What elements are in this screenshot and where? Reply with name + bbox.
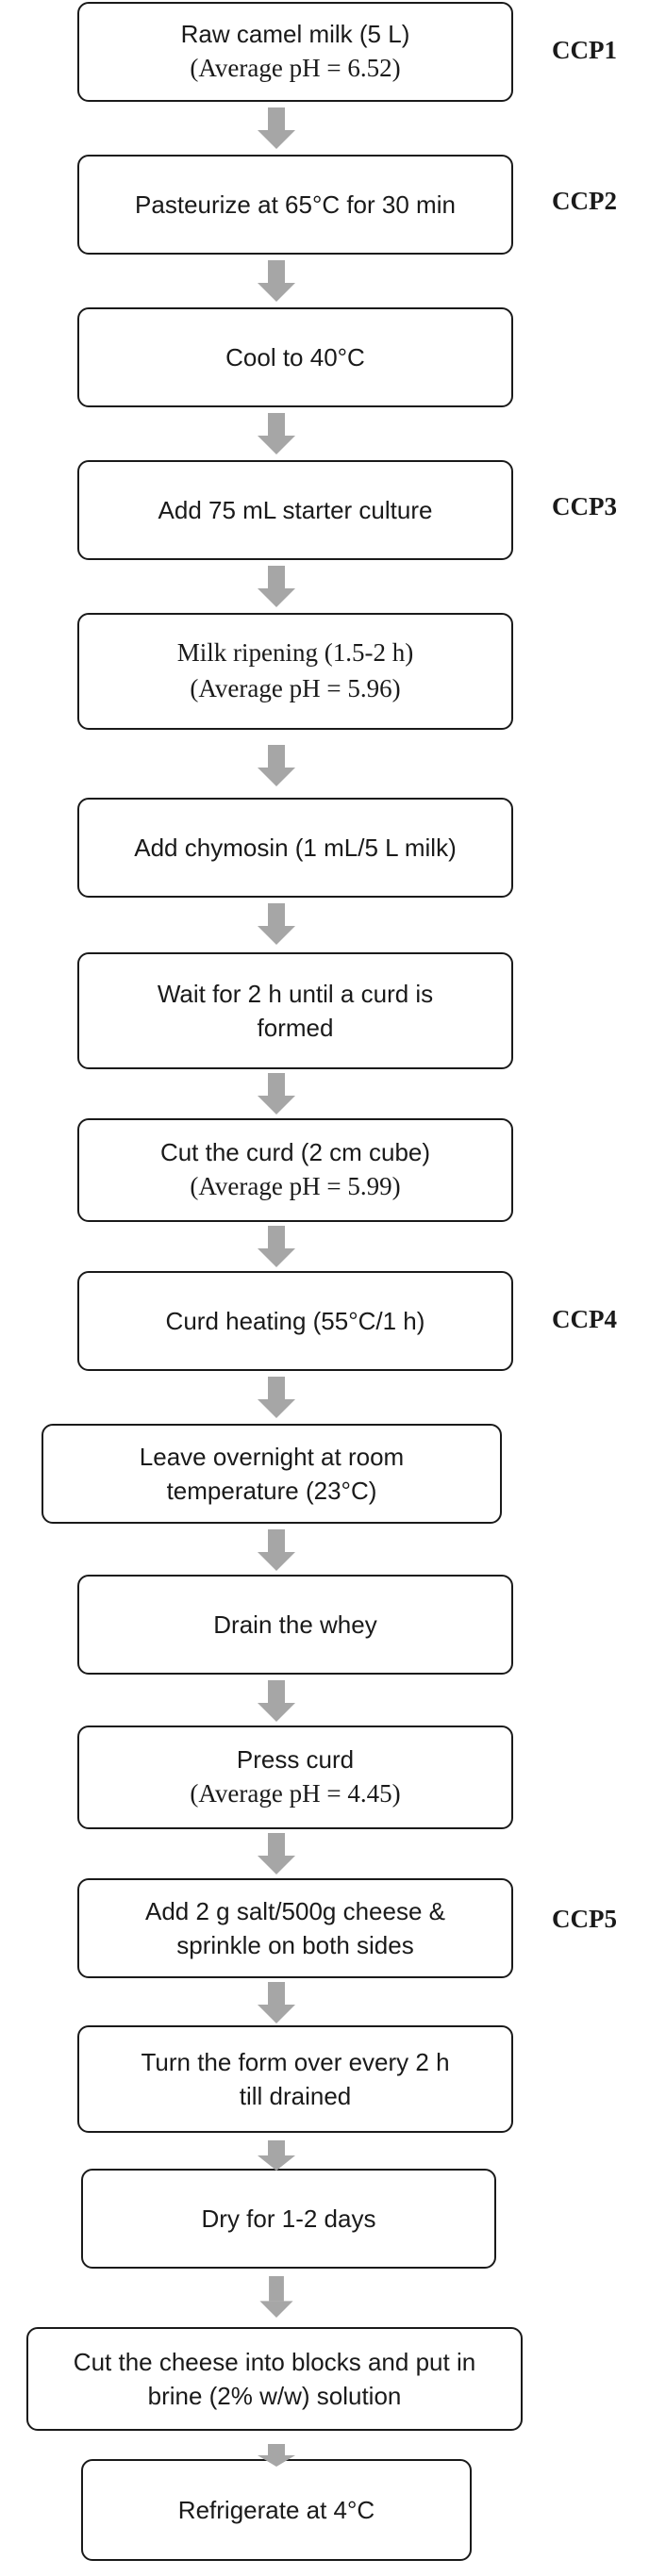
down-arrow-icon xyxy=(258,260,295,302)
step-text-2: formed xyxy=(257,1014,334,1042)
step-text: Refrigerate at 4°C xyxy=(177,2495,375,2524)
ccp2-label: CCP2 xyxy=(552,187,617,215)
step-ph-text: (Average pH = 6.52) xyxy=(190,54,401,83)
down-arrow-icon xyxy=(258,1226,295,1267)
ccp1-label: CCP1 xyxy=(552,36,617,64)
step-text: Milk ripening (1.5-2 h) xyxy=(176,638,414,668)
step-add-salt: Add 2 g salt/500g cheese & sprinkle on b… xyxy=(77,1878,513,1978)
step-milk-ripening: Milk ripening (1.5-2 h) (Average pH = 5.… xyxy=(77,613,513,730)
step-text: Cut the cheese into blocks and put in xyxy=(73,2347,476,2376)
step-cool: Cool to 40°C xyxy=(77,307,513,407)
step-text: Add 2 g salt/500g cheese & xyxy=(144,1896,445,1925)
down-arrow-icon xyxy=(258,2135,295,2171)
down-arrow-icon xyxy=(258,1377,295,1418)
step-wait-curd: Wait for 2 h until a curd is formed xyxy=(77,952,513,1069)
step-add-chymosin: Add chymosin (1 mL/5 L milk) xyxy=(77,798,513,898)
step-ph-text: (Average pH = 5.99) xyxy=(190,1172,401,1201)
down-arrow-icon xyxy=(258,1833,295,1874)
step-text: Raw camel milk (5 L) xyxy=(180,19,410,48)
ccp5-label: CCP5 xyxy=(552,1905,617,1933)
step-text: Cool to 40°C xyxy=(225,342,365,372)
step-add-starter: Add 75 mL starter culture xyxy=(77,460,513,560)
step-text: Pasteurize at 65°C for 30 min xyxy=(135,190,456,219)
step-turn-form: Turn the form over every 2 h till draine… xyxy=(77,2025,513,2133)
down-arrow-icon xyxy=(258,413,295,454)
down-arrow-icon xyxy=(258,1073,295,1115)
down-arrow-icon xyxy=(258,1680,295,1722)
down-arrow-icon xyxy=(258,107,295,149)
step-text: Add 75 mL starter culture xyxy=(158,495,433,524)
step-ph-text: (Average pH = 5.96) xyxy=(190,674,401,702)
down-arrow-icon xyxy=(258,903,295,945)
step-curd-heating: Curd heating (55°C/1 h) xyxy=(77,1271,513,1371)
ccp4-label: CCP4 xyxy=(552,1305,617,1333)
step-text: Wait for 2 h until a curd is xyxy=(157,979,434,1008)
step-pasteurize: Pasteurize at 65°C for 30 min xyxy=(77,155,513,255)
step-text: Curd heating (55°C/1 h) xyxy=(165,1306,425,1335)
down-arrow-icon xyxy=(258,566,295,607)
down-arrow-icon xyxy=(258,2435,295,2467)
step-refrigerate: Refrigerate at 4°C xyxy=(81,2459,472,2561)
step-ph-text: (Average pH = 4.45) xyxy=(190,1779,401,1808)
step-text: Leave overnight at room xyxy=(139,1442,405,1471)
step-text: Cut the curd (2 cm cube) xyxy=(159,1137,431,1166)
step-raw-camel-milk: Raw camel milk (5 L) (Average pH = 6.52) xyxy=(77,2,513,102)
step-text-2: sprinkle on both sides xyxy=(176,1931,414,1959)
step-cut-curd: Cut the curd (2 cm cube) (Average pH = 5… xyxy=(77,1118,513,1222)
step-text: Press curd xyxy=(236,1744,355,1774)
step-text-2: temperature (23°C) xyxy=(166,1477,377,1505)
step-text: Drain the whey xyxy=(213,1610,377,1639)
step-cut-cheese-brine: Cut the cheese into blocks and put in br… xyxy=(26,2327,523,2431)
step-text-2: till drained xyxy=(239,2082,352,2110)
step-dry: Dry for 1-2 days xyxy=(81,2169,496,2269)
step-press-curd: Press curd (Average pH = 4.45) xyxy=(77,1726,513,1829)
down-arrow-icon xyxy=(258,1529,295,1571)
step-text-2: brine (2% w/w) solution xyxy=(147,2382,402,2410)
down-arrow-icon xyxy=(258,1982,295,2023)
step-drain-whey: Drain the whey xyxy=(77,1575,513,1675)
down-arrow-icon xyxy=(258,2276,295,2323)
step-text: Add chymosin (1 mL/5 L milk) xyxy=(134,833,457,862)
down-arrow-icon xyxy=(258,745,295,786)
step-text: Dry for 1-2 days xyxy=(201,2204,376,2233)
step-leave-overnight: Leave overnight at room temperature (23°… xyxy=(42,1424,502,1524)
ccp3-label: CCP3 xyxy=(552,492,617,520)
step-text: Turn the form over every 2 h xyxy=(141,2047,450,2076)
